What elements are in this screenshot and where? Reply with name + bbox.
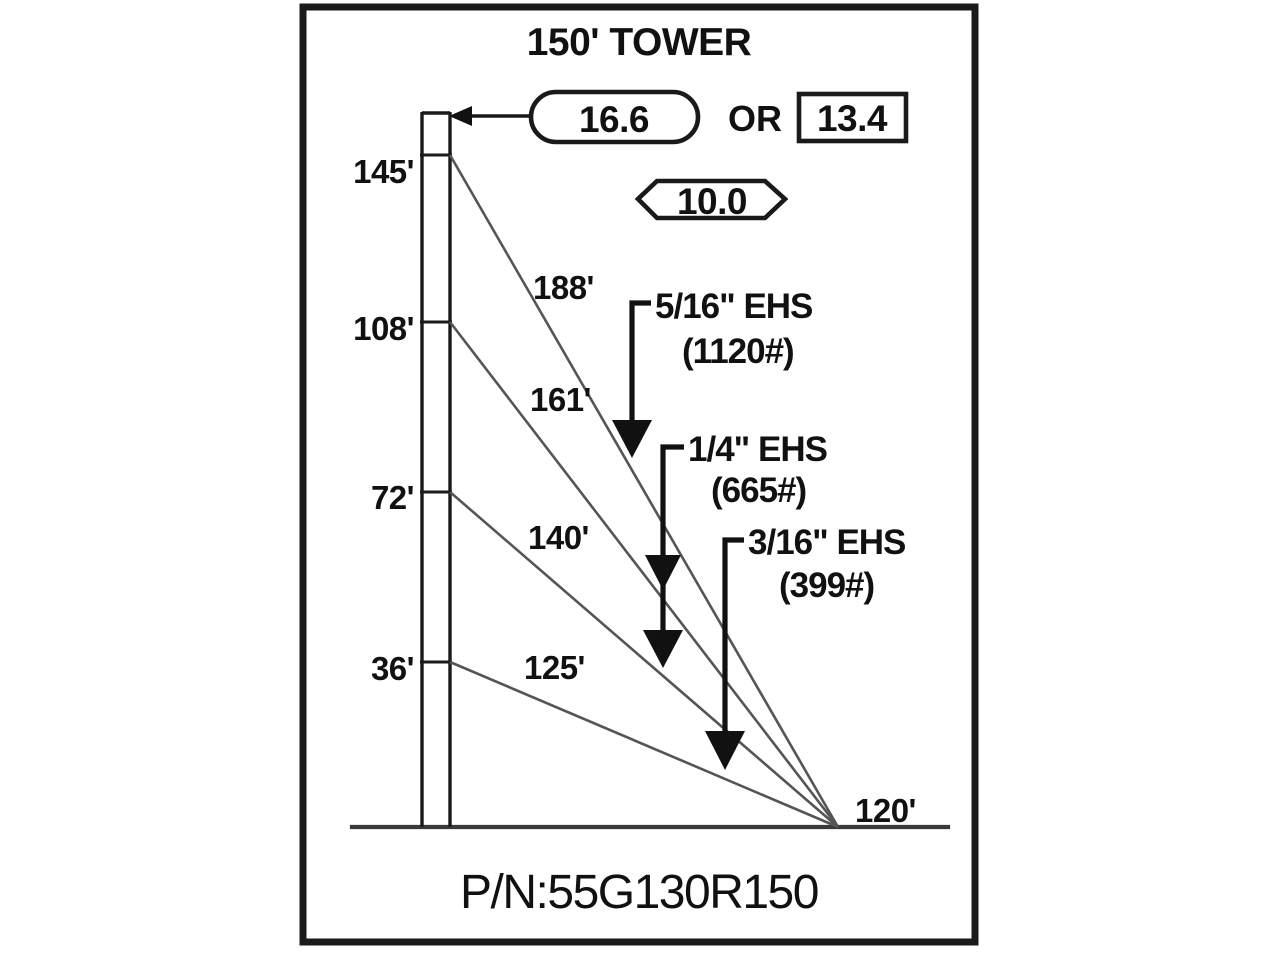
spec-strength-3: (399#) bbox=[779, 566, 874, 605]
height-label-108: 108' bbox=[353, 310, 414, 347]
height-label-36: 36' bbox=[371, 650, 414, 687]
spec-strength-2: (665#) bbox=[711, 471, 806, 510]
primary-value-badge bbox=[528, 89, 701, 145]
height-label-145: 145' bbox=[353, 153, 414, 190]
spec-leader-1 bbox=[629, 300, 651, 432]
spec-size-3: 3/16" EHS bbox=[748, 523, 905, 562]
diagram-frame bbox=[299, 3, 979, 946]
spec-arrow-2b-icon bbox=[643, 630, 683, 668]
guy-length-label-125: 125' bbox=[524, 649, 585, 686]
part-number: P/N:55G130R150 bbox=[460, 866, 818, 919]
spec-arrow-3-icon bbox=[705, 731, 745, 770]
callout-arrow-icon bbox=[449, 106, 472, 126]
guy-length-label-188: 188' bbox=[533, 269, 594, 306]
primary-value-text: 16.6 bbox=[579, 99, 649, 140]
guy-wire-108 bbox=[448, 321, 840, 828]
guy-length-label-161: 161' bbox=[530, 381, 591, 418]
guy-wire-36 bbox=[449, 660, 839, 829]
spec-size-2: 1/4" EHS bbox=[688, 430, 827, 469]
alternate-value-badge bbox=[796, 91, 909, 144]
secondary-value-text: 10.0 bbox=[677, 181, 747, 222]
spec-leader-3 bbox=[722, 537, 744, 740]
anchor-radius-label: 120' bbox=[855, 792, 916, 829]
height-label-72: 72' bbox=[371, 479, 414, 516]
secondary-value-badge bbox=[634, 178, 789, 221]
page-title: 150' TOWER bbox=[527, 21, 752, 64]
spec-arrow-1-icon bbox=[612, 420, 652, 458]
spec-size-1: 5/16" EHS bbox=[655, 287, 812, 326]
guy-wire-145 bbox=[448, 154, 840, 828]
spec-strength-1: (1120#) bbox=[682, 332, 794, 371]
guy-wire-72 bbox=[449, 491, 839, 828]
conjunction-text: OR bbox=[728, 98, 782, 139]
guy-length-label-140: 140' bbox=[528, 519, 589, 556]
spec-arrow-2a-icon bbox=[645, 555, 681, 590]
alternate-value-text: 13.4 bbox=[817, 98, 888, 139]
